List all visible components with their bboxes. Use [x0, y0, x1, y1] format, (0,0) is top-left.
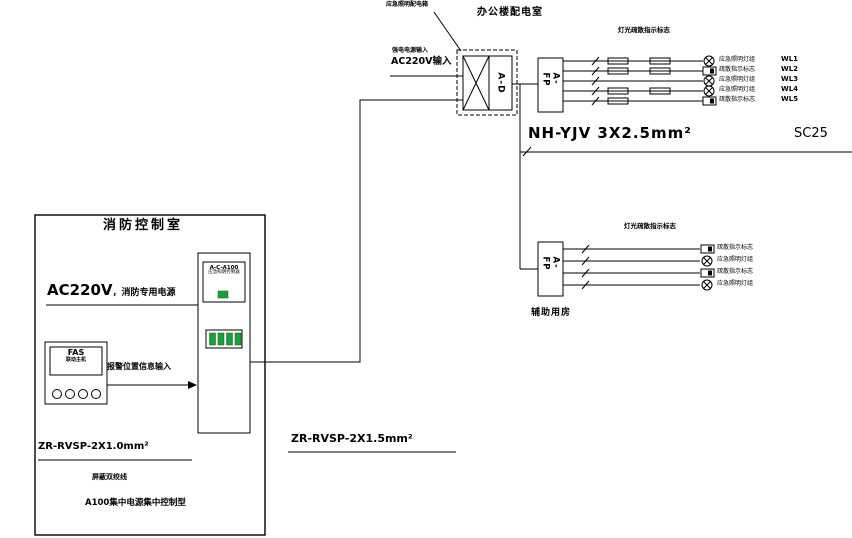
circuit-id: WL1	[781, 55, 799, 63]
afp-bottom-box	[537, 241, 564, 297]
circuit-id: WL3	[781, 75, 799, 83]
conduit-label: SC25	[794, 126, 828, 141]
local-signal-cable-label: ZR-RVSP-2X1.0mm²	[38, 441, 149, 452]
circuit-id: WL2	[781, 65, 799, 73]
circuit-label: 应急照明灯组	[719, 76, 756, 83]
fas-host-box	[44, 341, 108, 405]
fas-label: FAS 联动主机	[65, 348, 86, 363]
afp-top-box	[537, 57, 564, 113]
controller-cabinet	[197, 252, 251, 434]
mains-input-label: AC220V输入	[391, 56, 452, 67]
auxiliary-room-title: 辅助用房	[531, 308, 572, 318]
circuits-top-lines	[563, 55, 717, 106]
ad-box-label: A-D	[495, 72, 506, 94]
alarm-input-label: 报警位置信息输入	[107, 362, 171, 371]
bottom-circuit-group-title: 灯光疏散指示标志	[624, 222, 676, 230]
signal-trunk-line	[250, 99, 463, 453]
circuit-label: 应急照明灯组	[717, 256, 754, 263]
circuit-label: 疏散指示标志	[719, 66, 756, 73]
circuit-label: 应急照明灯组	[719, 86, 756, 93]
trunk-signal-cable-label: ZR-RVSP-2X1.5mm²	[291, 432, 413, 445]
circuit-label: 疏散指示标志	[719, 96, 756, 103]
main-cable-label: NH-YJV 3X2.5mm²	[528, 124, 692, 142]
top-circuit-group-title: 灯光疏散指示标志	[618, 26, 670, 34]
circuit-id: WL4	[781, 85, 799, 93]
control-room-title: 消防控制室	[103, 218, 184, 233]
circuits-bottom-lines	[563, 244, 715, 291]
circuit-label: 疏散指示标志	[717, 268, 754, 275]
ad-box	[390, 11, 518, 116]
feeder-box-note: 应急照明配电箱	[386, 1, 429, 8]
circuit-label: 疏散指示标志	[717, 244, 754, 251]
shielded-pair-note: 屏蔽双绞线	[92, 473, 127, 481]
afp-bottom-label: A-FP	[540, 256, 561, 271]
system-type-note: A100集中电源集中控制型	[85, 498, 186, 508]
controller-label: A-C-A100 应急照明控制器	[208, 265, 240, 276]
riser-lines	[512, 83, 852, 270]
circuit-label: 应急照明灯组	[719, 56, 756, 63]
alarm-input-arrow	[107, 381, 197, 389]
power-label: AC220V，消防专用电源	[47, 281, 176, 299]
power-voltage: AC220V	[47, 281, 113, 299]
mains-source-note: 强电电源输入	[392, 47, 429, 54]
fire-control-room-box	[34, 214, 266, 536]
afp-top-label: A-FP	[540, 72, 561, 87]
distribution-room-title: 办公楼配电室	[477, 7, 543, 18]
power-note: ，消防专用电源	[112, 288, 176, 298]
circuit-id: WL5	[781, 95, 799, 103]
circuit-label: 应急照明灯组	[717, 280, 754, 287]
